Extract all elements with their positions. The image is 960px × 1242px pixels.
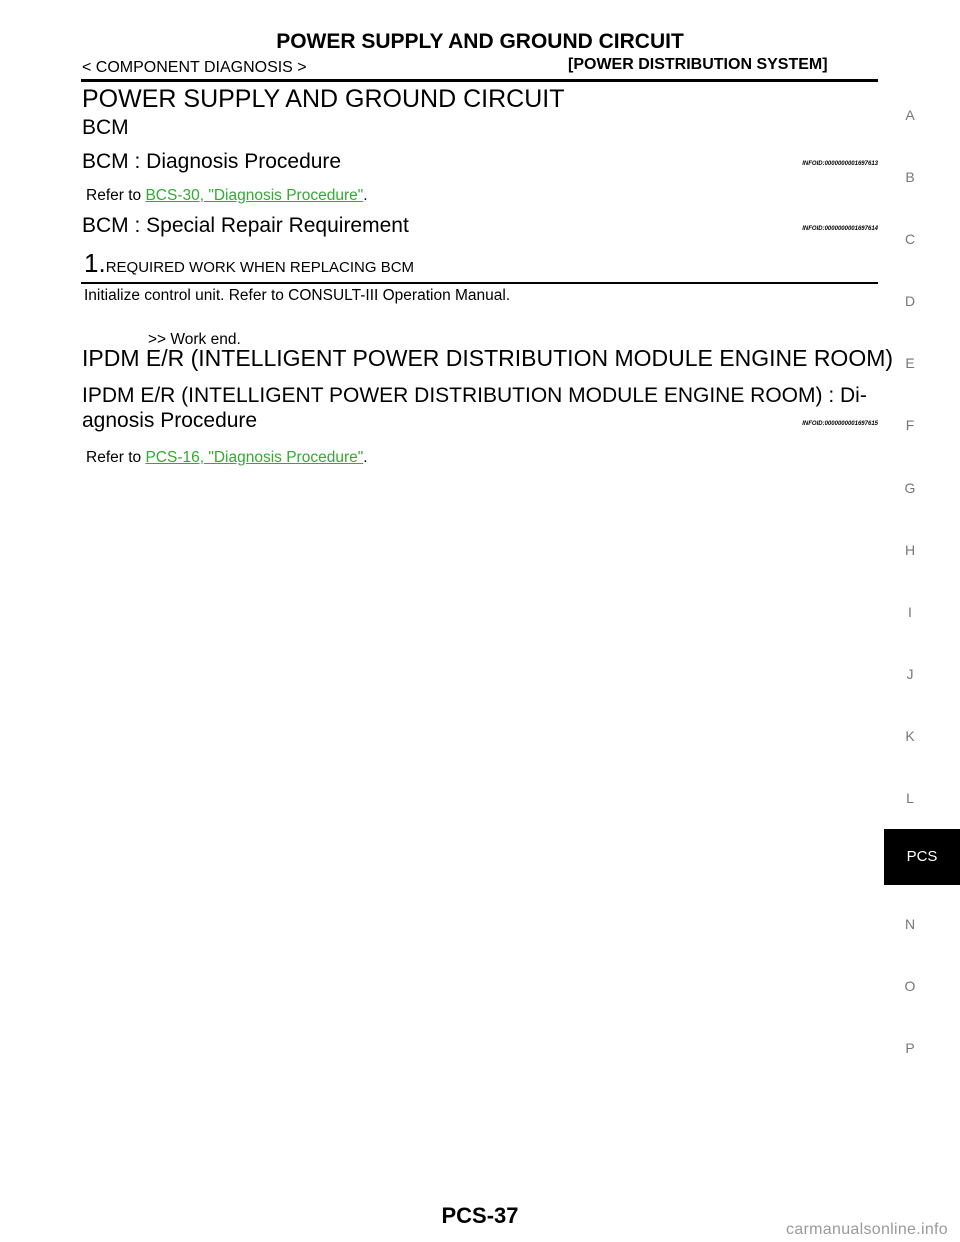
header-divider (81, 79, 878, 82)
step-result: >> Work end. (148, 331, 241, 348)
bcm-heading: BCM (82, 116, 129, 139)
header-system-label: [POWER DISTRIBUTION SYSTEM] (568, 56, 828, 73)
refer-prefix: Refer to (86, 187, 146, 204)
side-tab-b[interactable]: B (905, 169, 915, 185)
side-tab-p[interactable]: P (905, 1040, 915, 1056)
step-body: Initialize control unit. Refer to CONSUL… (84, 287, 511, 304)
side-tab-n[interactable]: N (904, 916, 916, 932)
step-1-heading: 1.REQUIRED WORK WHEN REPLACING BCM (84, 248, 414, 283)
step-title: REQUIRED WORK WHEN REPLACING BCM (105, 259, 415, 276)
side-tab-l[interactable]: L (906, 790, 914, 806)
bcm-diagnosis-reference: Refer to BCS-30, "Diagnosis Procedure". (86, 186, 368, 206)
side-tab-i[interactable]: I (908, 604, 912, 620)
ipdm-diagnosis-infoid: INFOID:0000000001697615 (802, 421, 878, 427)
ipdm-diagnosis-reference: Refer to PCS-16, "Diagnosis Procedure". (86, 448, 368, 468)
ipdm-diagnosis-title-line2: agnosis Procedure (82, 409, 258, 432)
side-tab-pcs-active[interactable]: PCS (884, 829, 960, 885)
side-tab-h[interactable]: H (904, 542, 916, 558)
page-header-title: POWER SUPPLY AND GROUND CIRCUIT (276, 30, 684, 53)
header-section-label: < COMPONENT DIAGNOSIS > (82, 59, 307, 76)
refer-prefix: Refer to (86, 449, 146, 466)
main-heading: POWER SUPPLY AND GROUND CIRCUIT (82, 85, 565, 113)
side-tab-a[interactable]: A (905, 107, 915, 123)
side-tab-d[interactable]: D (904, 293, 916, 309)
side-tab-f[interactable]: F (905, 417, 915, 433)
side-tab-g[interactable]: G (904, 480, 916, 496)
step-number: 1. (84, 248, 106, 278)
watermark: carmanualsonline.info (786, 1221, 948, 1238)
ipdm-heading: IPDM E/R (INTELLIGENT POWER DISTRIBUTION… (82, 345, 894, 371)
side-tab-c[interactable]: C (904, 231, 916, 247)
bcm-repair-infoid: INFOID:0000000001697614 (802, 226, 878, 232)
step-divider (81, 282, 878, 284)
bcm-diagnosis-infoid: INFOID:0000000001697613 (802, 161, 878, 167)
refer-suffix: . (363, 187, 368, 204)
bcs-30-link[interactable]: BCS-30, "Diagnosis Procedure" (145, 187, 364, 204)
side-tab-o[interactable]: O (904, 978, 916, 994)
side-tab-e[interactable]: E (905, 355, 915, 371)
refer-suffix: . (363, 449, 368, 466)
side-tab-k[interactable]: K (905, 728, 915, 744)
side-tab-j[interactable]: J (906, 666, 914, 682)
bcm-diagnosis-title: BCM : Diagnosis Procedure (82, 150, 342, 173)
pcs-16-link[interactable]: PCS-16, "Diagnosis Procedure" (145, 449, 364, 466)
ipdm-diagnosis-title-line1: IPDM E/R (INTELLIGENT POWER DISTRIBUTION… (82, 384, 867, 407)
page-number: PCS-37 (441, 1203, 519, 1228)
bcm-repair-title: BCM : Special Repair Requirement (82, 214, 409, 237)
